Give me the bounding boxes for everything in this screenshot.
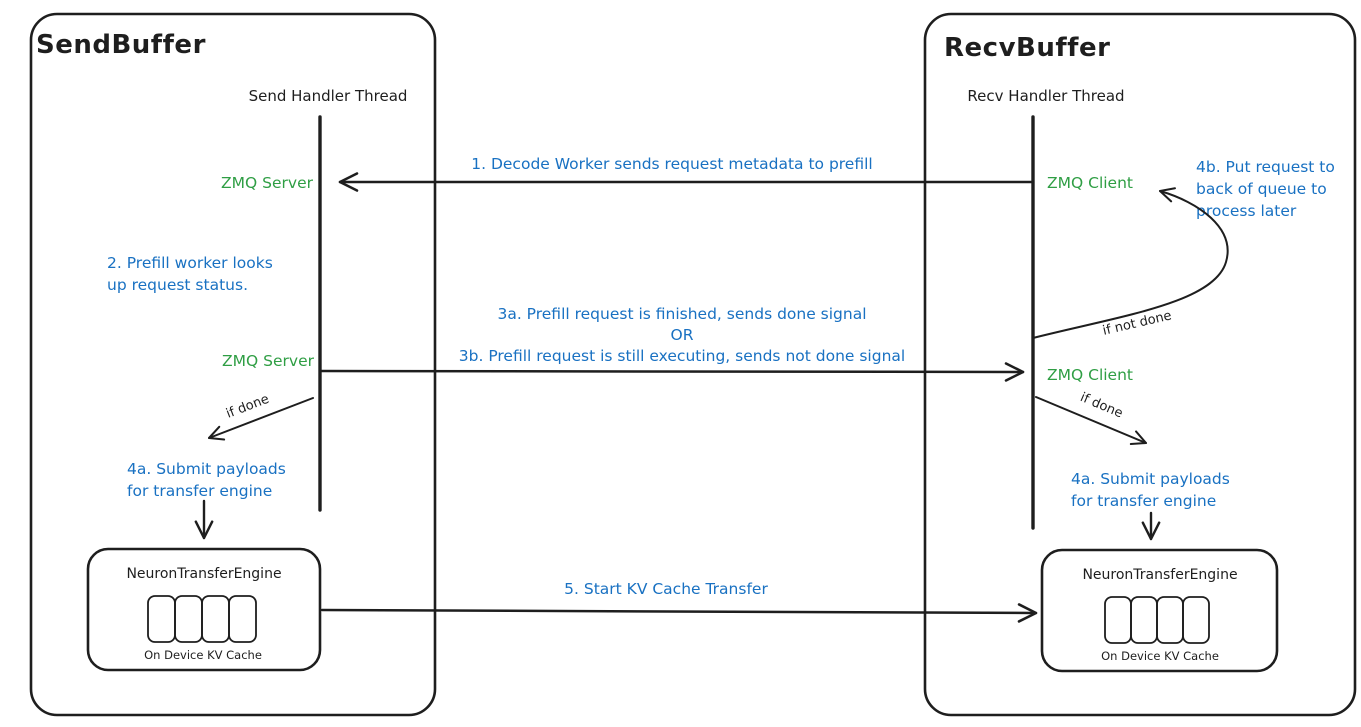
- kv-cache-cell: [1104, 596, 1132, 644]
- zmq-client-top-label: ZMQ Client: [1047, 174, 1133, 192]
- kv-cache-cells-right: [1104, 596, 1210, 644]
- kv-cache-cell: [147, 595, 176, 643]
- step5-message-label: 5. Start KV Cache Transfer: [564, 580, 768, 598]
- step4a-left-label-line1: 4a. Submit payloads: [127, 460, 286, 478]
- kv-cache-cell: [174, 595, 203, 643]
- if-not-done-requeue-arrow: [1032, 187, 1229, 339]
- step4a-right-label-line2: for transfer engine: [1071, 492, 1216, 510]
- recv-handler-thread-label: Recv Handler Thread: [967, 87, 1124, 105]
- step5-message-arrow: [320, 603, 1038, 623]
- zmq-client-mid-label: ZMQ Client: [1047, 366, 1133, 384]
- neuron-transfer-engine-right-box: [1040, 548, 1279, 673]
- kv-cache-cell: [1156, 596, 1184, 644]
- zmq-server-top-label: ZMQ Server: [221, 174, 314, 192]
- step2-label-line1: 2. Prefill worker looks: [107, 254, 273, 272]
- step4a-left-label-line2: for transfer engine: [127, 482, 272, 500]
- kv-cache-cell: [1182, 596, 1210, 644]
- if-done-left-arrow: [207, 397, 314, 441]
- step2-label-line2: up request status.: [107, 276, 248, 294]
- on-device-kv-cache-left-label: On Device KV Cache: [144, 648, 262, 662]
- on-device-kv-cache-right-label: On Device KV Cache: [1101, 649, 1219, 663]
- step4b-label-line1: 4b. Put request to: [1196, 158, 1335, 176]
- step3-or-label: OR: [671, 326, 694, 344]
- neuron-transfer-engine-left-box: [86, 547, 322, 672]
- kv-cache-cell: [1130, 596, 1158, 644]
- neuron-transfer-engine-right-title: NeuronTransferEngine: [1082, 567, 1237, 583]
- if-done-right-arrow: [1035, 396, 1148, 446]
- step3-message-arrow: [318, 362, 1025, 382]
- kv-cache-cell: [201, 595, 230, 643]
- step4b-label-line2: back of queue to: [1196, 180, 1327, 198]
- step3b-message-label: 3b. Prefill request is still executing, …: [459, 347, 905, 365]
- kv-cache-cell: [228, 595, 257, 643]
- recv-buffer-title: RecvBuffer: [944, 33, 1110, 63]
- step1-message-label: 1. Decode Worker sends request metadata …: [471, 155, 872, 173]
- send-handler-thread-label: Send Handler Thread: [249, 87, 408, 105]
- zmq-server-mid-label: ZMQ Server: [222, 352, 315, 370]
- step4a-right-label-line1: 4a. Submit payloads: [1071, 470, 1230, 488]
- send-buffer-box: [29, 12, 437, 717]
- neuron-transfer-engine-left-title: NeuronTransferEngine: [126, 566, 281, 582]
- step3a-message-label: 3a. Prefill request is finished, sends d…: [497, 305, 866, 323]
- kv-cache-cells-left: [147, 595, 257, 643]
- recv-buffer-box: [923, 12, 1357, 717]
- step4b-label-line3: process later: [1196, 202, 1297, 220]
- send-buffer-title: SendBuffer: [36, 30, 206, 60]
